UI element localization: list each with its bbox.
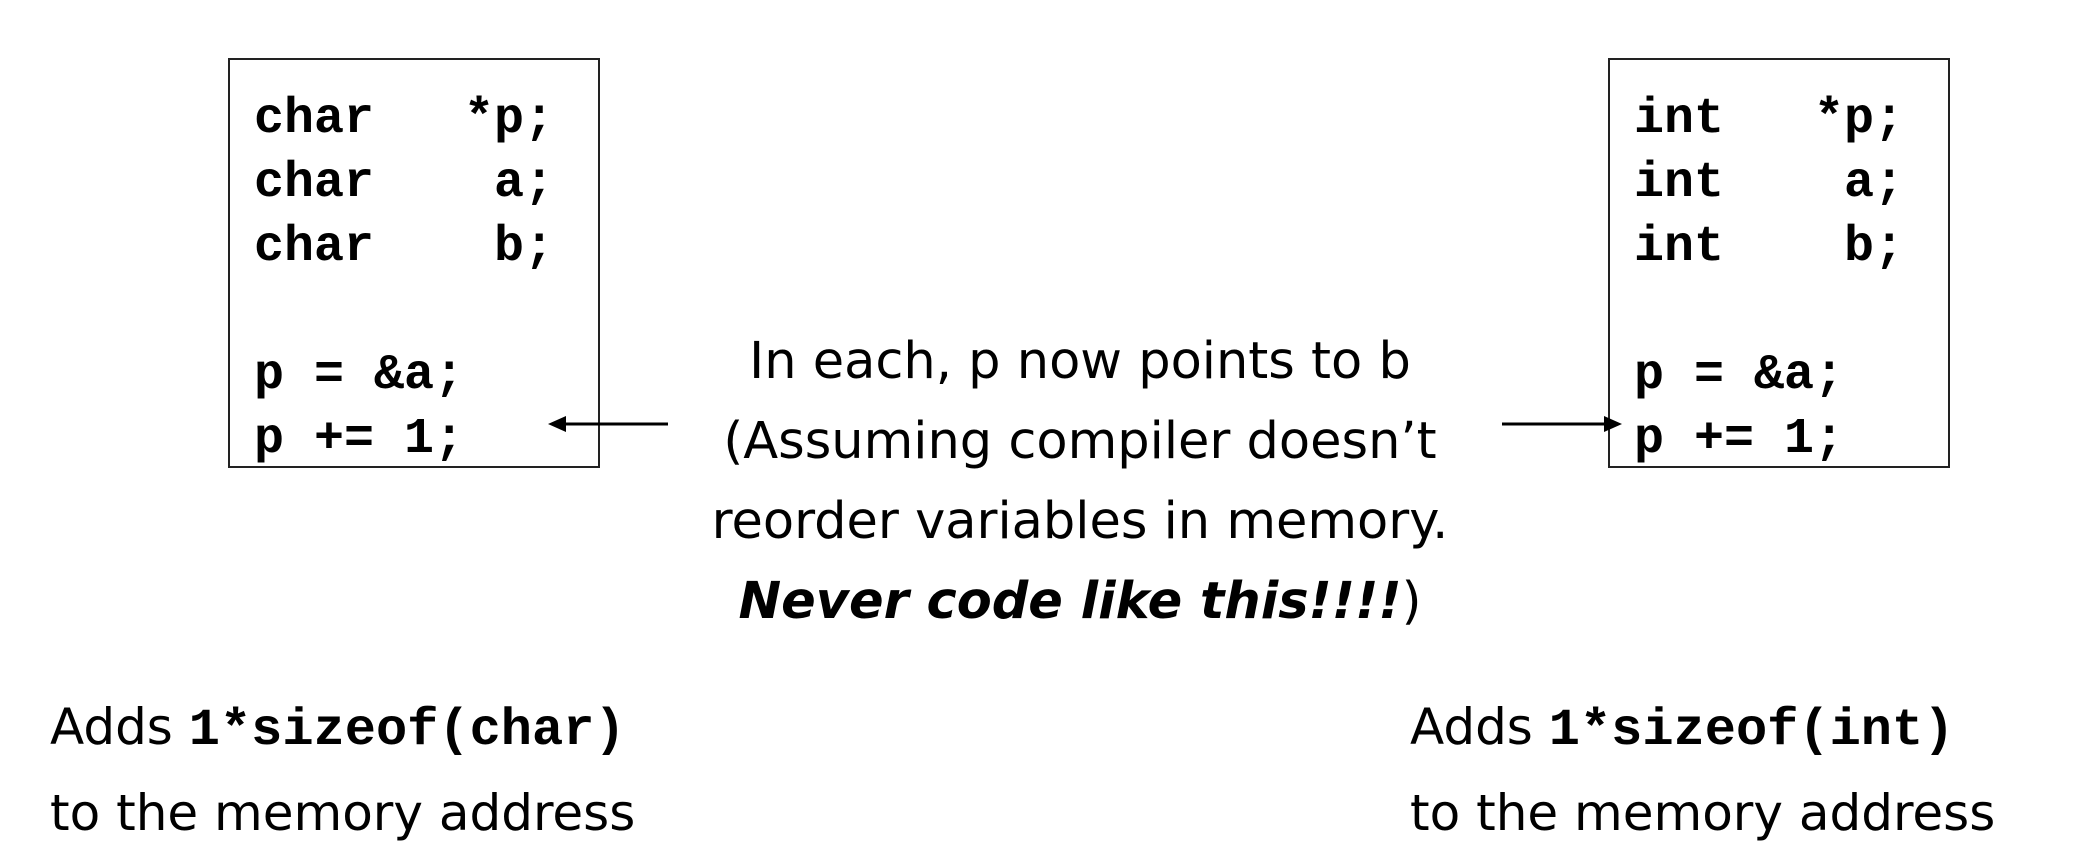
warning-text: Never code like this!!!!: [738, 572, 1402, 631]
code-line: char *p;: [254, 91, 555, 148]
int-size-note: Adds 1*sizeof(int) to the memory address: [1410, 686, 1995, 854]
code-line: char b;: [254, 219, 555, 276]
code-line: int *p;: [1634, 91, 1905, 148]
sizeof-int-code: 1*sizeof(int): [1548, 701, 1955, 760]
code-line: int a;: [1634, 155, 1905, 212]
adds-label: Adds: [1410, 698, 1549, 756]
note-line: reorder variables in memory.: [711, 492, 1449, 551]
int-code-box: int *p; int a; int b; p = &a; p += 1;: [1608, 58, 1950, 468]
closing-paren: ): [1401, 572, 1422, 631]
note-line: In each, p now points to b: [749, 332, 1411, 391]
adds-label: Adds: [50, 698, 189, 756]
note-line: Adds 1*sizeof(int): [1410, 686, 1995, 772]
note-line: to the memory address: [50, 784, 636, 842]
right-arrow-icon: [1502, 416, 1622, 432]
char-size-note: Adds 1*sizeof(char) to the memory addres…: [50, 686, 635, 854]
code-line: int b;: [1634, 219, 1905, 276]
code-line: p += 1;: [254, 411, 465, 468]
code-line: p = &a;: [254, 347, 465, 404]
explanation-note: In each, p now points to b (Assuming com…: [640, 322, 1520, 642]
note-warning-line: Never code like this!!!!): [640, 562, 1520, 642]
code-line: p = &a;: [1634, 347, 1845, 404]
note-line: to the memory address: [1410, 784, 1996, 842]
note-line: Adds 1*sizeof(char): [50, 686, 635, 772]
code-line: p += 1;: [1634, 411, 1845, 468]
sizeof-char-code: 1*sizeof(char): [188, 701, 626, 760]
code-line: char a;: [254, 155, 555, 212]
left-arrow-icon: [548, 416, 668, 432]
char-code-box: char *p; char a; char b; p = &a; p += 1;: [228, 58, 600, 468]
note-line: (Assuming compiler doesn’t: [723, 412, 1437, 471]
